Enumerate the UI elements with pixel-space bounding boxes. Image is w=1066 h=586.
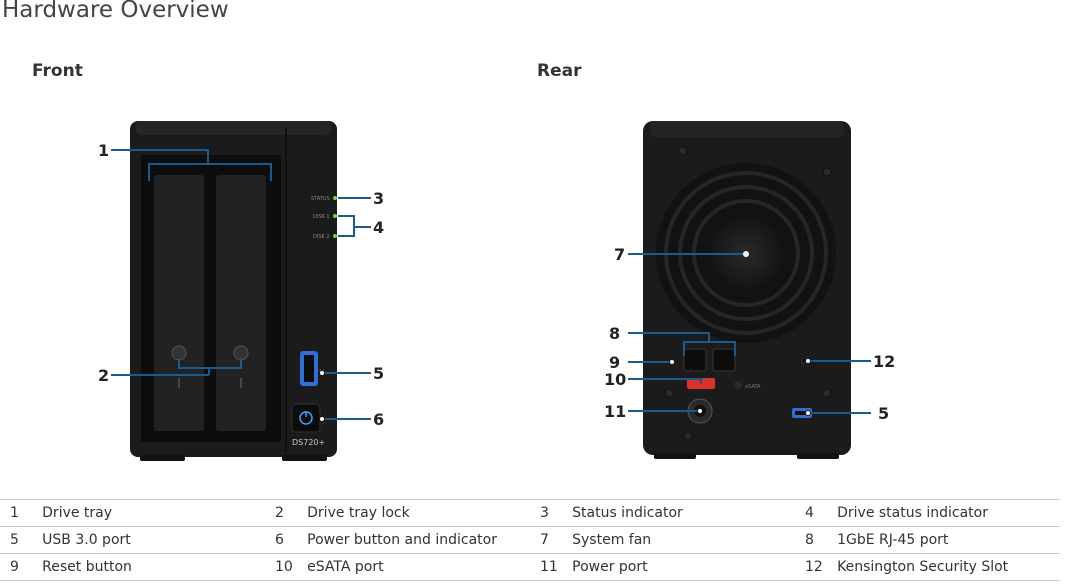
model-label: DS720+ [292, 438, 325, 447]
callout-3: 3 [373, 189, 384, 208]
callout-5-rear: 5 [878, 404, 889, 423]
legend-label: USB 3.0 port [42, 526, 265, 554]
power-button[interactable] [291, 403, 321, 433]
rear-callout-lines [628, 253, 871, 414]
legend-label: System fan [572, 526, 795, 554]
legend-num: 10 [264, 553, 308, 581]
callout-9: 9 [609, 353, 620, 372]
legend-num: 11 [529, 553, 573, 581]
legend-row: 5 USB 3.0 port 6 Power button and indica… [0, 526, 1060, 554]
drive-tray-lock-1[interactable] [171, 345, 187, 361]
legend-num: 12 [794, 553, 838, 581]
legend-row: 1 Drive tray 2 Drive tray lock 3 Status … [0, 499, 1060, 527]
front-heading: Front [32, 61, 83, 81]
front-callout-lines [111, 149, 371, 420]
legend-num: 5 [0, 526, 43, 554]
disk2-led [333, 234, 337, 238]
drive-tray-lock-2[interactable] [233, 345, 249, 361]
rj45-port-1[interactable] [683, 348, 707, 372]
callout-7: 7 [614, 245, 625, 264]
legend-label: Drive tray lock [307, 499, 530, 527]
legend-num: 1 [0, 499, 43, 527]
drive-tray-1[interactable] [154, 175, 204, 431]
legend-label: eSATA port [307, 553, 530, 581]
callout-4: 4 [373, 218, 384, 237]
legend-table: 1 Drive tray 2 Drive tray lock 3 Status … [0, 499, 1060, 581]
callout-1: 1 [98, 141, 109, 160]
rj45-port-2[interactable] [712, 348, 736, 372]
legend-num: 4 [794, 499, 838, 527]
legend-label: Drive tray [42, 499, 265, 527]
rear-unit: eSATA [643, 121, 851, 459]
legend-num: 8 [794, 526, 838, 554]
rear-heading: Rear [537, 61, 582, 81]
legend-num: 2 [264, 499, 308, 527]
legend-label: Drive status indicator [837, 499, 1060, 527]
disk2-led-label: DISK 2 [313, 234, 330, 240]
legend-label: Reset button [42, 553, 265, 581]
legend-label: Kensington Security Slot [837, 553, 1060, 581]
legend-label: Status indicator [572, 499, 795, 527]
esata-port-label: eSATA [745, 384, 761, 390]
callout-11: 11 [604, 402, 626, 421]
legend-row: 9 Reset button 10 eSATA port 11 Power po… [0, 553, 1060, 581]
hardware-diagram: STATUS DISK 1 DISK 2 ⇆ DS720+ 1 2 3 4 5 … [98, 121, 895, 461]
callout-5-front: 5 [373, 364, 384, 383]
legend-label: Power port [572, 553, 795, 581]
status-led [333, 196, 337, 200]
legend-num: 6 [264, 526, 308, 554]
legend-num: 9 [0, 553, 43, 581]
front-unit: STATUS DISK 1 DISK 2 ⇆ DS720+ [130, 121, 337, 461]
fan-marker [743, 251, 749, 257]
callout-8: 8 [609, 324, 620, 343]
status-led-label: STATUS [311, 196, 330, 202]
callout-10: 10 [604, 370, 626, 389]
disk1-led-label: DISK 1 [313, 214, 330, 220]
legend-num: 7 [529, 526, 573, 554]
legend-num: 3 [529, 499, 573, 527]
legend-label: 1GbE RJ-45 port [837, 526, 1060, 554]
callout-6: 6 [373, 410, 384, 429]
legend-label: Power button and indicator [307, 526, 530, 554]
callout-2: 2 [98, 366, 109, 385]
page-title: Hardware Overview [2, 0, 229, 23]
disk1-led [333, 214, 337, 218]
callout-12: 12 [873, 352, 895, 371]
drive-tray-2[interactable] [216, 175, 266, 431]
